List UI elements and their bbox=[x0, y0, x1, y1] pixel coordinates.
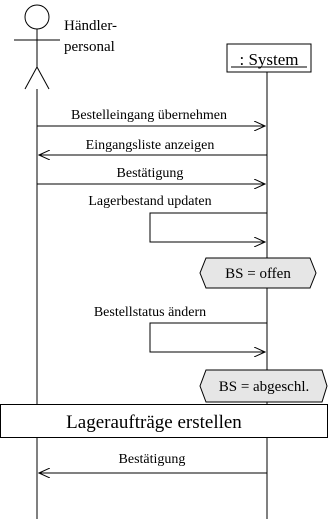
actor-label-line1: Händler- bbox=[64, 18, 117, 34]
message-bestaetigung-1: Bestätigung bbox=[37, 166, 265, 184]
state-label: BS = abgeschl. bbox=[219, 379, 310, 395]
state-label: BS = offen bbox=[225, 266, 291, 282]
system-object-label: : System bbox=[239, 50, 298, 69]
system-object: : System bbox=[226, 43, 312, 73]
interaction-frame: Lageraufträge erstellen bbox=[0, 404, 328, 438]
state-shape bbox=[199, 369, 328, 403]
actor-right-leg bbox=[36, 66, 50, 90]
state-bs-abgeschl: BS = abgeschl. bbox=[199, 369, 328, 403]
message-label: Eingangsliste anzeigen bbox=[86, 138, 215, 153]
state-bs-offen: BS = offen bbox=[199, 257, 317, 289]
message-label: Bestellstatus ändern bbox=[94, 305, 206, 320]
message-label: Lagerbestand updaten bbox=[88, 194, 211, 209]
self-message-arrow bbox=[149, 322, 267, 352]
message-bestellstatus: Bestellstatus ändern bbox=[94, 305, 267, 352]
message-label: Bestätigung bbox=[119, 452, 186, 467]
actor-label-line2: personal bbox=[64, 39, 115, 55]
message-eingangsliste: Eingangsliste anzeigen bbox=[39, 138, 267, 155]
message-label: Bestelleingang übernehmen bbox=[71, 108, 227, 123]
actor-left-leg bbox=[24, 66, 38, 90]
actor-haendlerpersonal: Händler- personal bbox=[14, 4, 117, 90]
message-bestelleingang: Bestelleingang übernehmen bbox=[37, 108, 265, 126]
interaction-frame-label: Lageraufträge erstellen bbox=[66, 412, 242, 433]
message-label: Bestätigung bbox=[117, 166, 184, 181]
message-bestaetigung-2: Bestätigung bbox=[39, 452, 267, 473]
message-lagerbestand: Lagerbestand updaten bbox=[88, 194, 267, 242]
state-shape bbox=[199, 257, 317, 289]
actor-head bbox=[24, 4, 50, 30]
self-message-arrow bbox=[149, 212, 267, 242]
